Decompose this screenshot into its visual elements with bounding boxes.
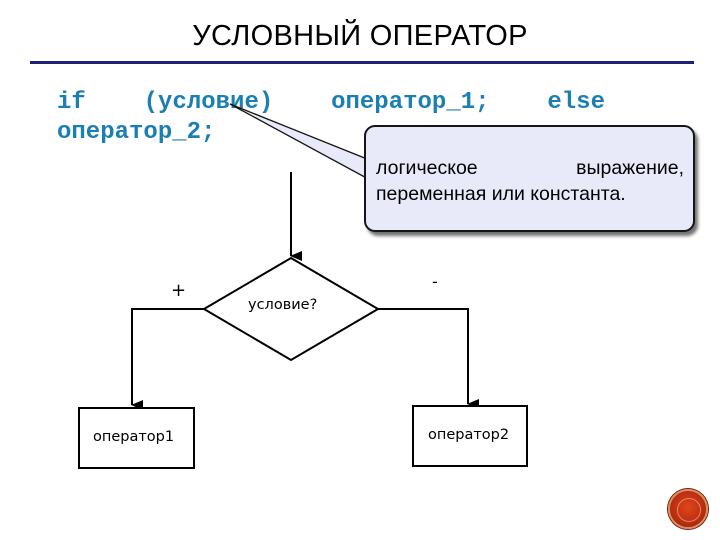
slide-title: УСЛОВНЫЙ ОПЕРАТОР [192,20,528,52]
return-button[interactable] [668,489,708,529]
callout-word-1: логическое [376,157,478,179]
return-circle-icon [677,498,701,522]
code-line-1: if (условие) оператор_1; else [57,89,605,116]
operator2-label: оператор2 [428,427,510,443]
callout-box: логическое выражение, переменная или кон… [364,125,695,232]
callout-line-2: переменная или константа. [376,183,626,205]
code-keyword-else: else [547,89,605,116]
operator1-label: оператор1 [93,429,175,445]
title-divider [30,61,694,64]
code-condition: (условие) [143,89,274,116]
false-branch-line [378,308,479,409]
code-keyword-if: if [57,89,86,116]
code-operator-1: оператор_1; [331,89,490,116]
condition-label: условие? [248,297,318,313]
code-line-2: оператор_2; [57,119,216,146]
true-branch-label: + [171,280,187,301]
false-branch-label: - [432,272,438,291]
callout-word-2: выражение, [576,157,684,179]
callout-line-1: логическое выражение, [376,155,684,181]
true-branch-line [131,308,204,410]
